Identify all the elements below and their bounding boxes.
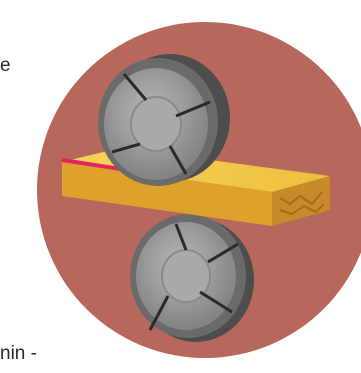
rolling-mill-diagram: e nin - — [0, 0, 361, 373]
diagram-illustration — [0, 0, 361, 373]
